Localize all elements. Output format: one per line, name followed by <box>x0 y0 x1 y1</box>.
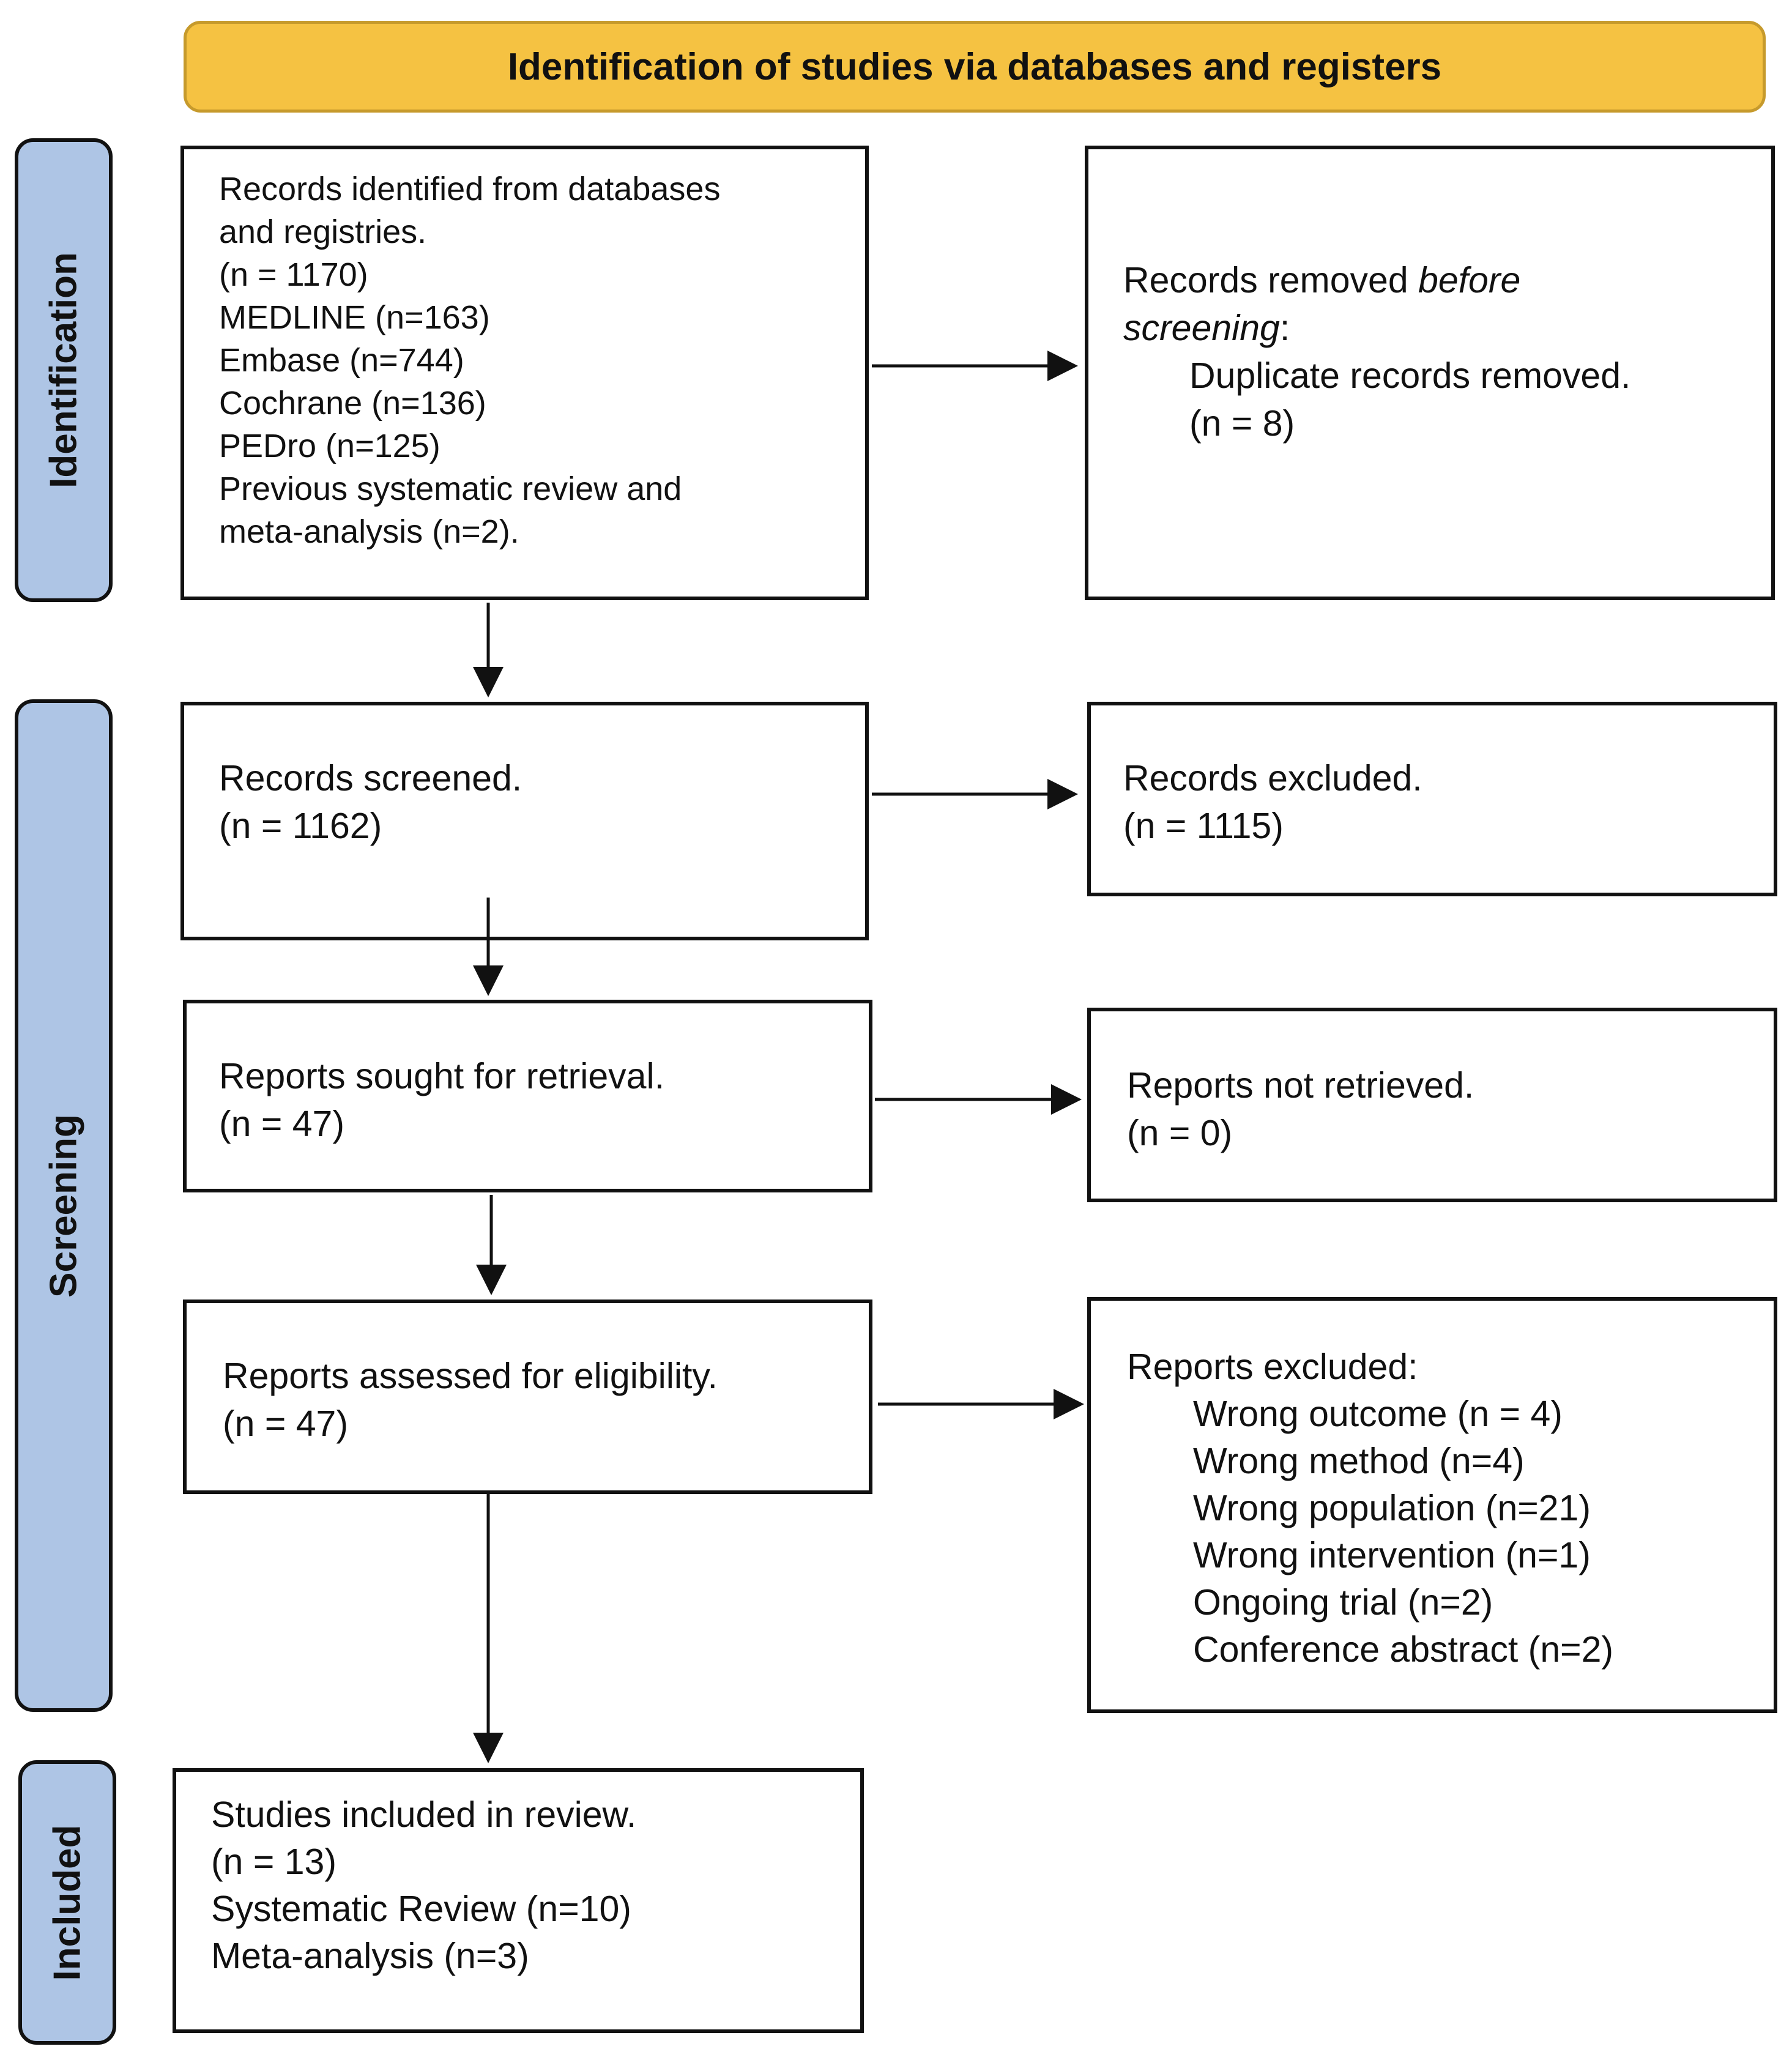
identified-line: (n = 1170) <box>219 256 368 293</box>
studies-included-text: Studies included in review. (n = 13) Sys… <box>211 1791 636 1980</box>
identified-line: Cochrane (n=136) <box>219 385 486 422</box>
reports-not-retrieved-count: (n = 0) <box>1127 1113 1233 1153</box>
records-removed-detail: Duplicate records removed. <box>1189 355 1631 396</box>
reports-assessed-box: Reports assessed for eligibility. (n = 4… <box>183 1300 872 1494</box>
exclusion-reason: Wrong outcome (n = 4) <box>1193 1394 1563 1434</box>
records-removed-box: Records removed before screening: Duplic… <box>1085 146 1775 600</box>
studies-included-box: Studies included in review. (n = 13) Sys… <box>173 1768 864 2033</box>
reports-sought-count: (n = 47) <box>219 1104 344 1144</box>
identified-line: Previous systematic review and <box>219 470 682 507</box>
reports-excluded-text: Reports excluded: Wrong outcome (n = 4) … <box>1127 1344 1613 1673</box>
arrowhead <box>1054 1389 1084 1419</box>
identification-header: Identification of studies via databases … <box>184 21 1766 113</box>
exclusion-reason: Wrong method (n=4) <box>1193 1441 1525 1481</box>
exclusion-reason: Conference abstract (n=2) <box>1193 1629 1614 1670</box>
records-excluded-box: Records excluded. (n = 1115) <box>1087 702 1777 896</box>
arrowhead <box>473 965 504 996</box>
reports-not-retrieved-box: Reports not retrieved. (n = 0) <box>1087 1008 1777 1202</box>
reports-assessed-label: Reports assessed for eligibility. <box>223 1356 718 1396</box>
identified-line: Embase (n=744) <box>219 342 464 379</box>
identified-line: meta-analysis (n=2). <box>219 513 519 550</box>
arrowhead <box>473 667 504 697</box>
included-line: Systematic Review (n=10) <box>211 1889 631 1929</box>
records-excluded-count: (n = 1115) <box>1123 806 1284 846</box>
included-line: Meta-analysis (n=3) <box>211 1936 529 1976</box>
identified-line: PEDro (n=125) <box>219 428 441 464</box>
records-identified-text: Records identified from databases and re… <box>219 168 720 553</box>
records-removed-title-line-2: screening: <box>1123 308 1290 348</box>
phase-identification: Identification <box>15 138 113 602</box>
records-removed-title-line-1: Records removed before <box>1123 260 1521 300</box>
records-screened-text: Records screened. (n = 1162) <box>219 754 522 850</box>
exclusion-reason: Ongoing trial (n=2) <box>1193 1582 1493 1623</box>
reports-excluded-box: Reports excluded: Wrong outcome (n = 4) … <box>1087 1297 1777 1713</box>
arrowhead <box>473 1733 504 1763</box>
arrowhead <box>1051 1084 1082 1115</box>
exclusion-reason: Wrong intervention (n=1) <box>1193 1535 1591 1575</box>
reports-not-retrieved-text: Reports not retrieved. (n = 0) <box>1127 1062 1474 1157</box>
arrowhead <box>476 1265 507 1295</box>
identified-line: and registries. <box>219 214 427 250</box>
records-excluded-text: Records excluded. (n = 1115) <box>1123 754 1422 850</box>
phase-screening: Screening <box>15 699 113 1712</box>
reports-excluded-label: Reports excluded: <box>1127 1347 1418 1387</box>
reports-sought-box: Reports sought for retrieval. (n = 47) <box>183 1000 872 1192</box>
reports-not-retrieved-label: Reports not retrieved. <box>1127 1065 1474 1106</box>
reports-sought-text: Reports sought for retrieval. (n = 47) <box>219 1052 664 1148</box>
included-line: Studies included in review. <box>211 1794 637 1835</box>
records-screened-box: Records screened. (n = 1162) <box>180 702 869 940</box>
identified-line: MEDLINE (n=163) <box>219 299 490 336</box>
records-screened-label: Records screened. <box>219 758 522 798</box>
exclusion-reason: Wrong population (n=21) <box>1193 1488 1591 1528</box>
records-screened-count: (n = 1162) <box>219 806 382 846</box>
reports-sought-label: Reports sought for retrieval. <box>219 1056 664 1096</box>
arrowhead <box>1047 351 1078 381</box>
records-removed-count: (n = 8) <box>1189 403 1295 444</box>
reports-assessed-count: (n = 47) <box>223 1404 348 1444</box>
phase-included: Included <box>18 1760 116 2045</box>
arrowhead <box>1047 779 1078 809</box>
identified-line: Records identified from databases <box>219 171 721 207</box>
records-removed-text: Records removed before screening: Duplic… <box>1123 256 1630 447</box>
included-line: (n = 13) <box>211 1842 336 1882</box>
records-identified-box: Records identified from databases and re… <box>180 146 869 600</box>
records-excluded-label: Records excluded. <box>1123 758 1422 798</box>
reports-assessed-text: Reports assessed for eligibility. (n = 4… <box>223 1352 718 1448</box>
